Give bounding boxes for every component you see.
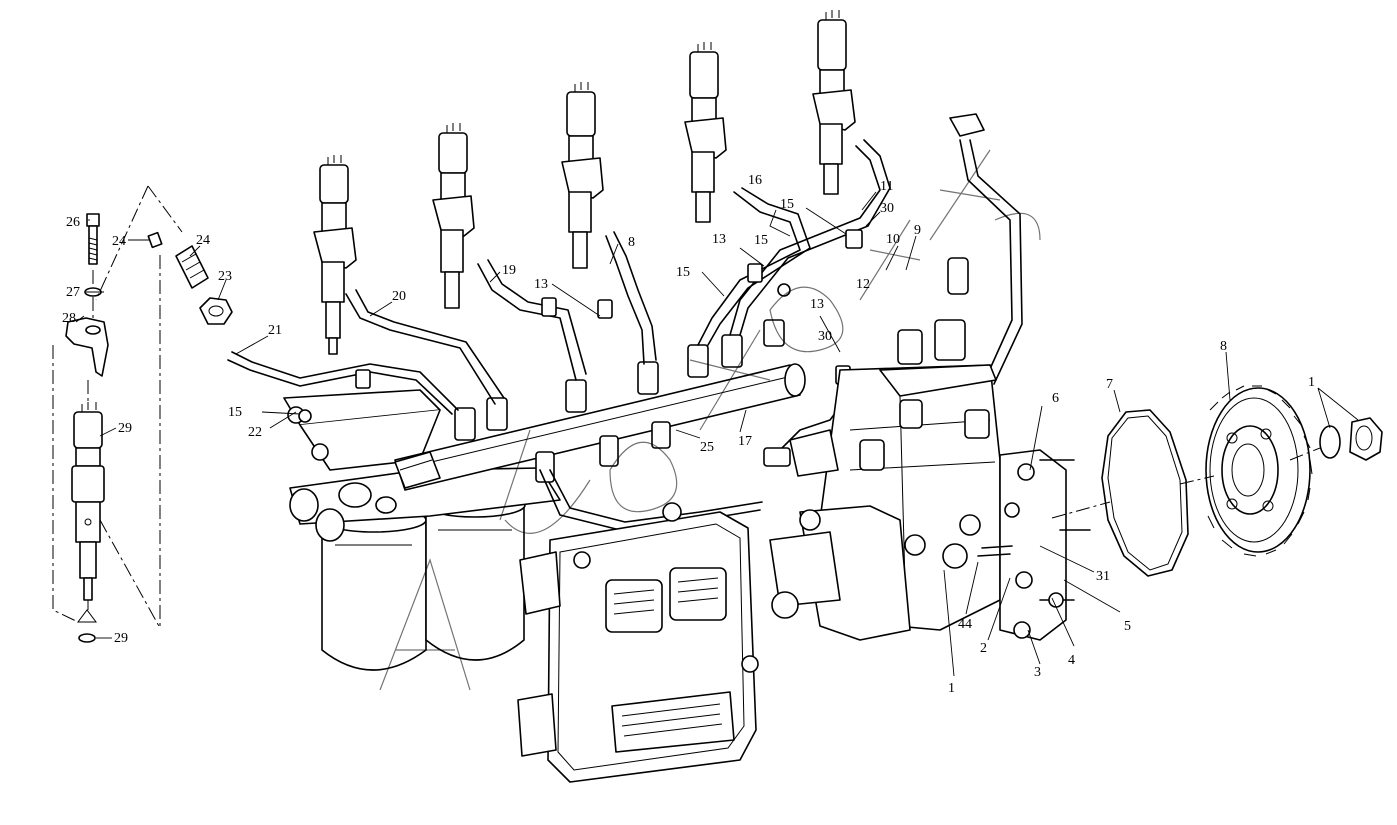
label-29: 29 xyxy=(118,421,132,436)
label-8: 8 xyxy=(1220,339,1227,354)
watermark-outline xyxy=(379,149,1041,691)
label-15: 15 xyxy=(780,197,794,212)
label-30: 30 xyxy=(818,329,832,344)
common-rail xyxy=(394,319,806,491)
label-6: 6 xyxy=(1052,391,1059,406)
label-8: 8 xyxy=(628,235,635,250)
label-22: 22 xyxy=(248,425,262,440)
label-2: 2 xyxy=(980,641,987,656)
label-15: 15 xyxy=(228,405,242,420)
callout-labels: 26 27 28 29 29 24 24 23 21 20 19 15 22 1… xyxy=(62,173,1315,696)
label-9: 9 xyxy=(914,223,921,238)
label-17: 17 xyxy=(738,434,752,449)
label-13: 13 xyxy=(534,277,548,292)
label-23: 23 xyxy=(218,269,232,284)
label-19: 19 xyxy=(502,263,516,278)
label-10: 10 xyxy=(886,232,900,247)
label-1: 1 xyxy=(1308,375,1315,390)
injector-5 xyxy=(812,10,856,195)
label-26: 26 xyxy=(66,215,80,230)
gear-part xyxy=(1205,385,1313,557)
clamp-part xyxy=(65,317,109,377)
gasket-part xyxy=(1101,409,1189,577)
label-15: 15 xyxy=(754,233,768,248)
injector-3 xyxy=(561,82,604,269)
injector-part-left xyxy=(71,402,105,601)
label-4: 4 xyxy=(1068,653,1075,668)
label-24: 24 xyxy=(196,233,210,248)
label-1: 1 xyxy=(948,681,955,696)
label-31: 31 xyxy=(1096,569,1110,584)
label-24: 24 xyxy=(112,234,126,249)
label-20: 20 xyxy=(392,289,406,304)
label-12: 12 xyxy=(856,277,870,292)
label-7: 7 xyxy=(1106,377,1113,392)
injector-1 xyxy=(313,155,357,355)
label-28: 28 xyxy=(62,311,76,326)
label-29: 29 xyxy=(114,631,128,646)
label-16: 16 xyxy=(748,173,762,188)
injector-exploded-view xyxy=(52,185,233,643)
gear-assembly xyxy=(1051,385,1383,577)
injector-2 xyxy=(432,123,475,309)
label-13: 13 xyxy=(712,232,726,247)
label-27: 27 xyxy=(66,285,80,300)
label-15: 15 xyxy=(676,265,690,280)
label-25: 25 xyxy=(700,440,714,455)
label-11: 11 xyxy=(880,179,893,194)
bolt-part xyxy=(86,213,100,265)
label-3: 3 xyxy=(1034,665,1041,680)
high-pressure-pump xyxy=(763,257,1091,641)
label-5: 5 xyxy=(1124,619,1131,634)
label-44: 44 xyxy=(958,617,972,632)
injector-4 xyxy=(684,42,727,223)
label-21: 21 xyxy=(268,323,282,338)
label-30: 30 xyxy=(880,201,894,216)
engine-control-unit xyxy=(517,502,759,783)
injector-row xyxy=(313,10,856,355)
leader-lines xyxy=(75,191,1359,677)
filter-head-bracket xyxy=(283,389,561,542)
label-13: 13 xyxy=(810,297,824,312)
